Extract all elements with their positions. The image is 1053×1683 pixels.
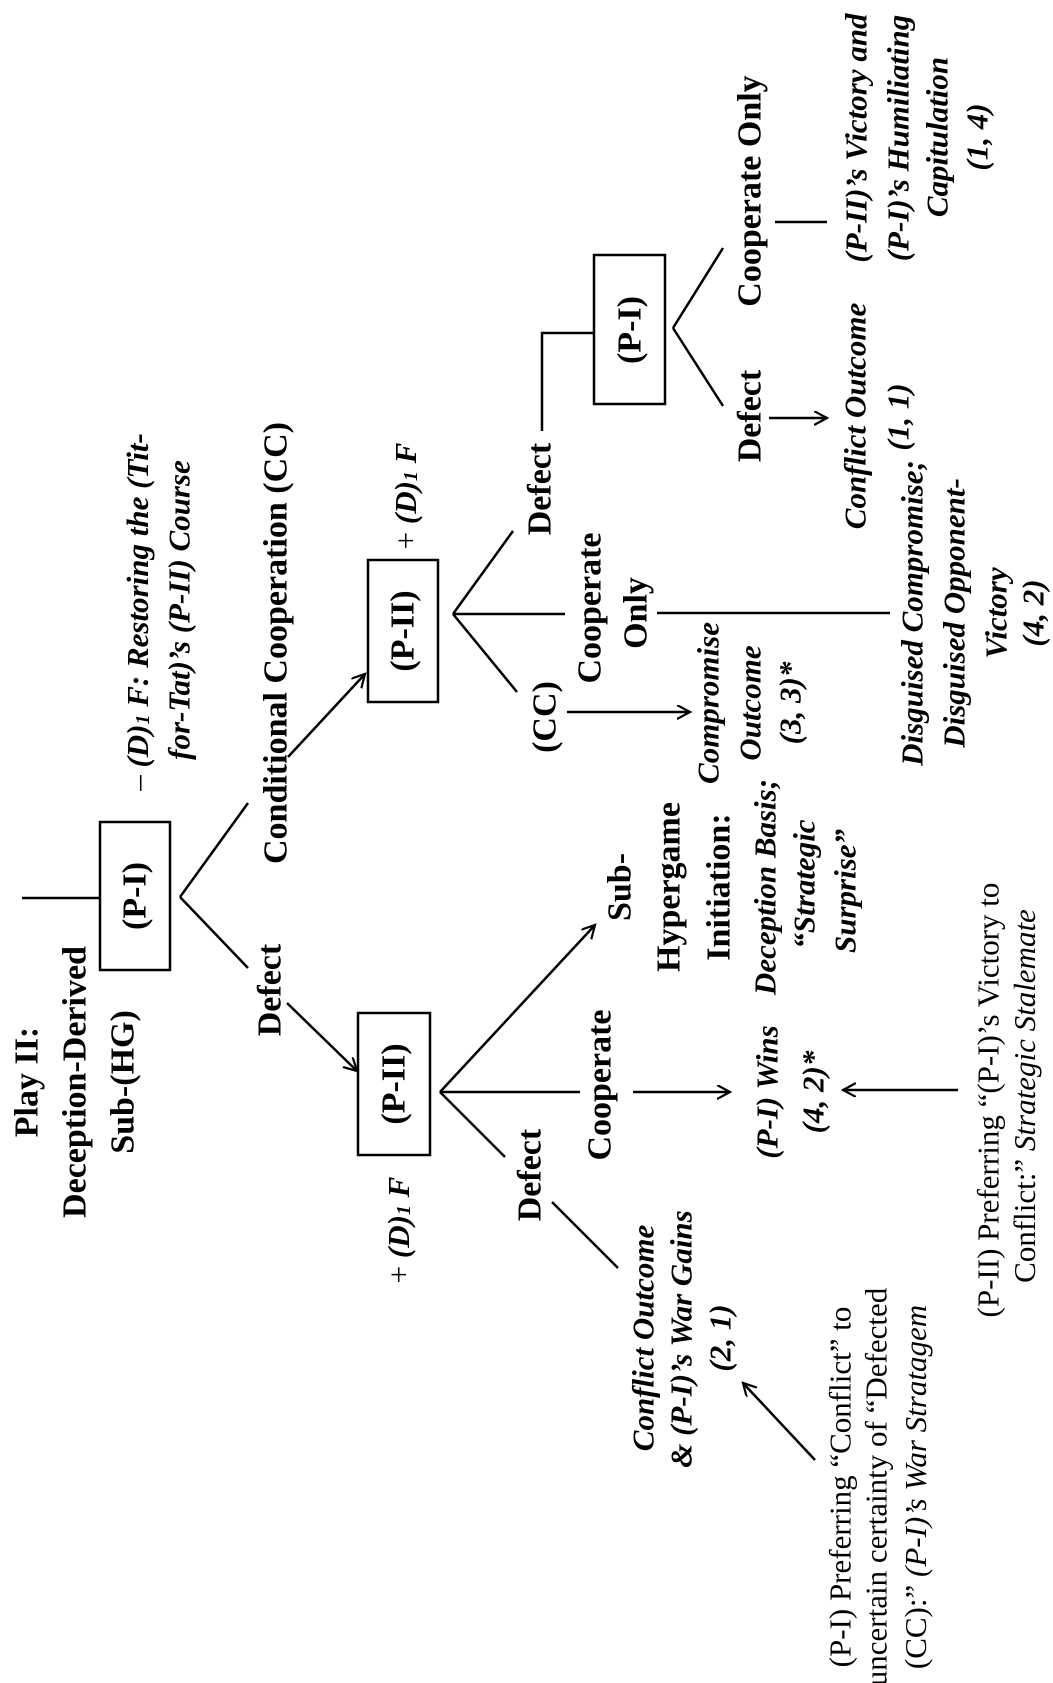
title-line-2: Deception-Derived — [57, 946, 94, 1218]
move-lower-sub-line-1: Sub- — [602, 853, 639, 921]
note-p1-pref-line-3: (CC):” (P-I)’s War Stratagem — [898, 1305, 933, 1669]
note-p2-pref-line-1: (P-II) Preferring “(P-I)’s Victory to — [971, 883, 1006, 1318]
node-p1-right-box — [592, 253, 667, 406]
branch-root-defect — [179, 896, 249, 969]
branch-lower-defect — [439, 1091, 506, 1158]
branch-root-cc — [178, 802, 250, 898]
outcome-deception-line-1: Deception Basis; — [748, 779, 783, 996]
move-lower-sub-line-3: Initiation: — [701, 813, 738, 960]
node-p2-upper-label: (P-II) — [385, 590, 422, 671]
outcome-disguised-line-3: Victory — [979, 567, 1014, 659]
restore-annotation-line-1: – (D)1 F: Restoring the (Tit- — [120, 433, 155, 792]
outcome-p1-wins-payoff: (4, 2)* — [796, 1050, 831, 1133]
outcome-compromise-payoff: (3, 3)* — [773, 661, 808, 744]
move-right-coop: Cooperate Only — [732, 75, 769, 306]
outcome-compromise-line-1: Compromise — [691, 622, 726, 784]
outcome-disguised-line-2: Disguised Opponent- — [937, 478, 972, 749]
node-root-box — [98, 820, 172, 972]
title-line-3: Sub-(HG) — [105, 1010, 142, 1154]
outcome-deception-line-2: “Strategic — [787, 819, 822, 948]
move-lower-defect: Defect — [512, 1128, 549, 1221]
outcome-capitulation-line-2: (P-I)’s Humiliating — [881, 15, 916, 262]
outcome-disguised-line-1: Disguised Compromise; — [895, 460, 930, 767]
note-p1-pref-line-1: (P-I) Preferring “Conflict” to — [823, 1307, 858, 1668]
outcome-capitulation-payoff: (1, 4) — [960, 103, 995, 170]
move-lower-coop: Cooperate — [582, 1009, 619, 1160]
arrow-lower-sub-hypergame — [439, 925, 595, 1093]
outcome-conflict-lower-line-2: & (P-I)’s War Gains — [664, 1210, 699, 1468]
node-root-label: (P-I) — [117, 862, 154, 930]
branch-upper-cc — [452, 613, 518, 693]
move-upper-cc: (CC) — [527, 681, 564, 753]
outcome-capitulation-line-3: Capitulation — [920, 57, 955, 217]
restore-annotation-line-2: for-Tat)’s (P-II) Course — [162, 460, 197, 760]
outcome-compromise-line-2: Outcome — [733, 645, 768, 761]
move-upper-coop-line-2: Only — [618, 577, 655, 649]
title-line-1: Play II: — [9, 1027, 46, 1138]
arrow-cc-to-p2-upper — [287, 674, 365, 758]
node-p2-upper-box — [366, 558, 440, 704]
node-p1-right-label: (P-I) — [612, 296, 649, 364]
move-lower-sub-line-2: Hypergame — [651, 802, 688, 972]
restore-rest: F: Restoring the (Tit- — [120, 433, 155, 714]
arrow-defect-to-p2-lower — [286, 1002, 357, 1071]
outcome-conflict-lower-line-1: Conflict Outcome — [626, 1225, 661, 1452]
outcome-conflict-lower-payoff: (2, 1) — [703, 1304, 738, 1371]
move-root-cc: Conditional Cooperation (CC) — [258, 422, 295, 864]
branch-right-coop — [671, 247, 725, 329]
plus-annotation-upper: + (D)1 F — [388, 442, 423, 549]
restore-d: (D) — [120, 725, 155, 768]
outcome-p1-wins-line-1: (P-I) Wins — [750, 1025, 785, 1159]
node-p2-lower-label: (P-II) — [376, 1043, 413, 1124]
arrow-p1-pref-to-conflict — [743, 1383, 816, 1461]
note-p2-pref-line-2: Conflict:” Strategic Stalemate — [1007, 909, 1042, 1283]
move-root-defect: Defect — [252, 943, 289, 1036]
outcome-capitulation-line-1: (P-II)’s Victory and — [839, 13, 874, 263]
outcome-conflict-right-line-1: Conflict Outcome — [838, 303, 873, 530]
connector-defect-to-p1-right — [540, 331, 594, 431]
outcome-conflict-right-payoff: (1, 1) — [881, 383, 916, 450]
note-p1-pref-line-2: uncertain certainty of “Defected — [859, 1287, 894, 1683]
branch-upper-defect — [451, 530, 515, 615]
line-lower-defect-outcome — [551, 1201, 619, 1269]
move-upper-defect: Defect — [522, 442, 559, 535]
restore-sub: 1 — [132, 715, 154, 725]
outcome-disguised-payoff: (4, 2) — [1016, 579, 1051, 646]
node-p2-lower-box — [356, 1011, 432, 1157]
move-right-defect: Defect — [732, 369, 769, 462]
branch-right-defect — [671, 327, 725, 407]
outcome-deception-line-3: Surprise” — [828, 829, 863, 953]
move-upper-coop-line-1: Cooperate — [572, 532, 609, 683]
plus-annotation-lower: + (D)1 F — [381, 1176, 416, 1283]
restore-sign: – — [120, 775, 155, 792]
